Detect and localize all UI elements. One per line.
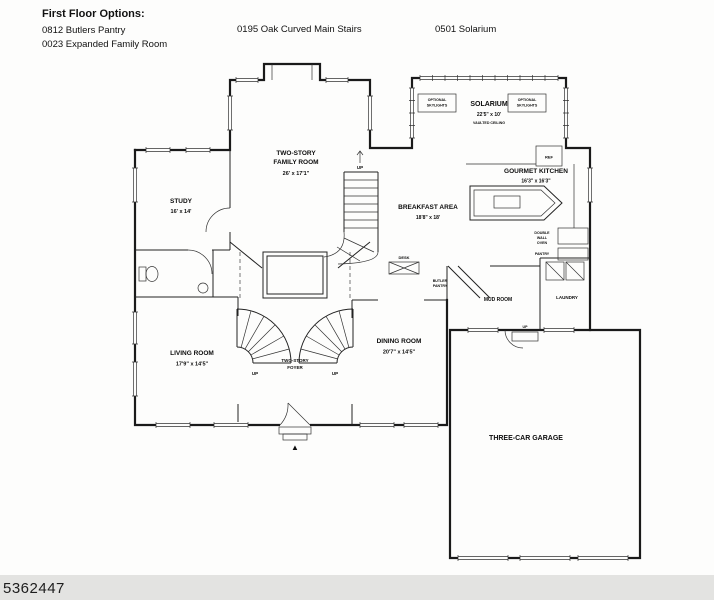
dining-room-label: DINING ROOM [377,338,422,345]
option-butlers-pantry: 0812 Butlers Pantry [42,25,126,36]
cooktop-icon [493,195,521,209]
solarium-label: SOLARIUM [470,101,508,108]
powder-room-fixtures [138,207,231,294]
oven-label-line3: OVEN [537,241,548,245]
toilet-icon [145,266,159,282]
interior-walls [135,150,590,425]
entry-marker-icon: ▲ [291,443,299,452]
laundry-label: LAUNDRY [556,295,578,300]
solarium-note: VAULTED CEILING [473,121,505,125]
laundry-fittings [545,261,585,281]
main-stairs [323,150,379,265]
garage-label: THREE-CAR GARAGE [489,435,563,442]
chimney-detail [271,64,313,80]
mud-room-step [504,329,539,349]
dashed-option-lines [239,252,351,298]
study-dims: 16' x 14' [171,209,193,215]
mud-room-label: MUD ROOM [484,297,512,303]
kitchen-island [469,185,563,221]
page-title: First Floor Options: [42,8,145,20]
dryer-icon [565,261,585,281]
up-label-mud-step: UP [523,325,529,329]
option-oak-curved-main-stairs: 0195 Oak Curved Main Stairs [237,24,362,35]
ref-label: REF [545,155,554,160]
study-label: STUDY [170,198,193,205]
refrigerator-icon [535,145,563,167]
kitchen-label: GOURMET KITCHEN [504,168,568,175]
butler-pantry-label-line1: BUTLER [433,279,448,283]
desk-label: DESK [398,255,409,260]
skylight-left-line1: OPTIONAL [428,98,447,102]
washer-icon [545,261,565,281]
skylight-boxes [417,93,547,113]
up-label-main-stairs: UP [357,165,363,170]
mls-watermark: 5362447 [3,580,65,597]
sink-icon [197,282,209,294]
breakfast-label: BREAKFAST AREA [398,204,458,211]
pantry-cabinet [557,247,589,261]
solarium-glazing [409,75,569,139]
kitchen-fittings [388,145,589,275]
desk-icon [388,261,420,275]
living-room-label: LIVING ROOM [170,350,214,357]
breakfast-dims: 18'8" x 18' [416,215,440,221]
garage-doors [457,555,629,561]
up-arrow-icon [356,150,364,163]
skylight-left-line2: SKYLIGHTS [427,104,448,108]
windows [132,77,593,428]
front-entry [278,402,312,441]
family-room-label-line2: FAMILY ROOM [273,159,318,166]
pantry-label: PANTRY [535,252,550,256]
skylight-right-line2: SKYLIGHTS [517,104,538,108]
dining-room-dims: 20'7" x 14'5" [383,350,416,356]
up-label-foyer-right: UP [332,371,338,376]
kitchen-dims: 16'3" x 16'3" [521,179,551,185]
up-label-foyer-left: UP [252,371,258,376]
family-room-dims: 26' x 17'1" [283,171,310,177]
butler-pantry-label-line2: PANTRY [433,284,448,288]
wall-oven-icon [557,227,589,245]
curved-foyer-stairs [236,308,354,364]
oven-label-line2: WALL [537,236,548,240]
option-solarium: 0501 Solarium [435,24,497,35]
living-room-dims: 17'9" x 14'5" [176,362,209,368]
family-room-label-line1: TWO-STORY [276,150,316,157]
foyer-label-line1: TWO-STORY [281,358,308,363]
skylight-right-line1: OPTIONAL [518,98,537,102]
solarium-dims: 22'5" x 10' [477,112,501,118]
footer-strip: 5362447 [0,575,714,600]
foyer-label-line2: FOYER [287,365,303,370]
option-expanded-family-room: 0023 Expanded Family Room [42,39,168,50]
oven-label-line1: DOUBLE [534,231,550,235]
